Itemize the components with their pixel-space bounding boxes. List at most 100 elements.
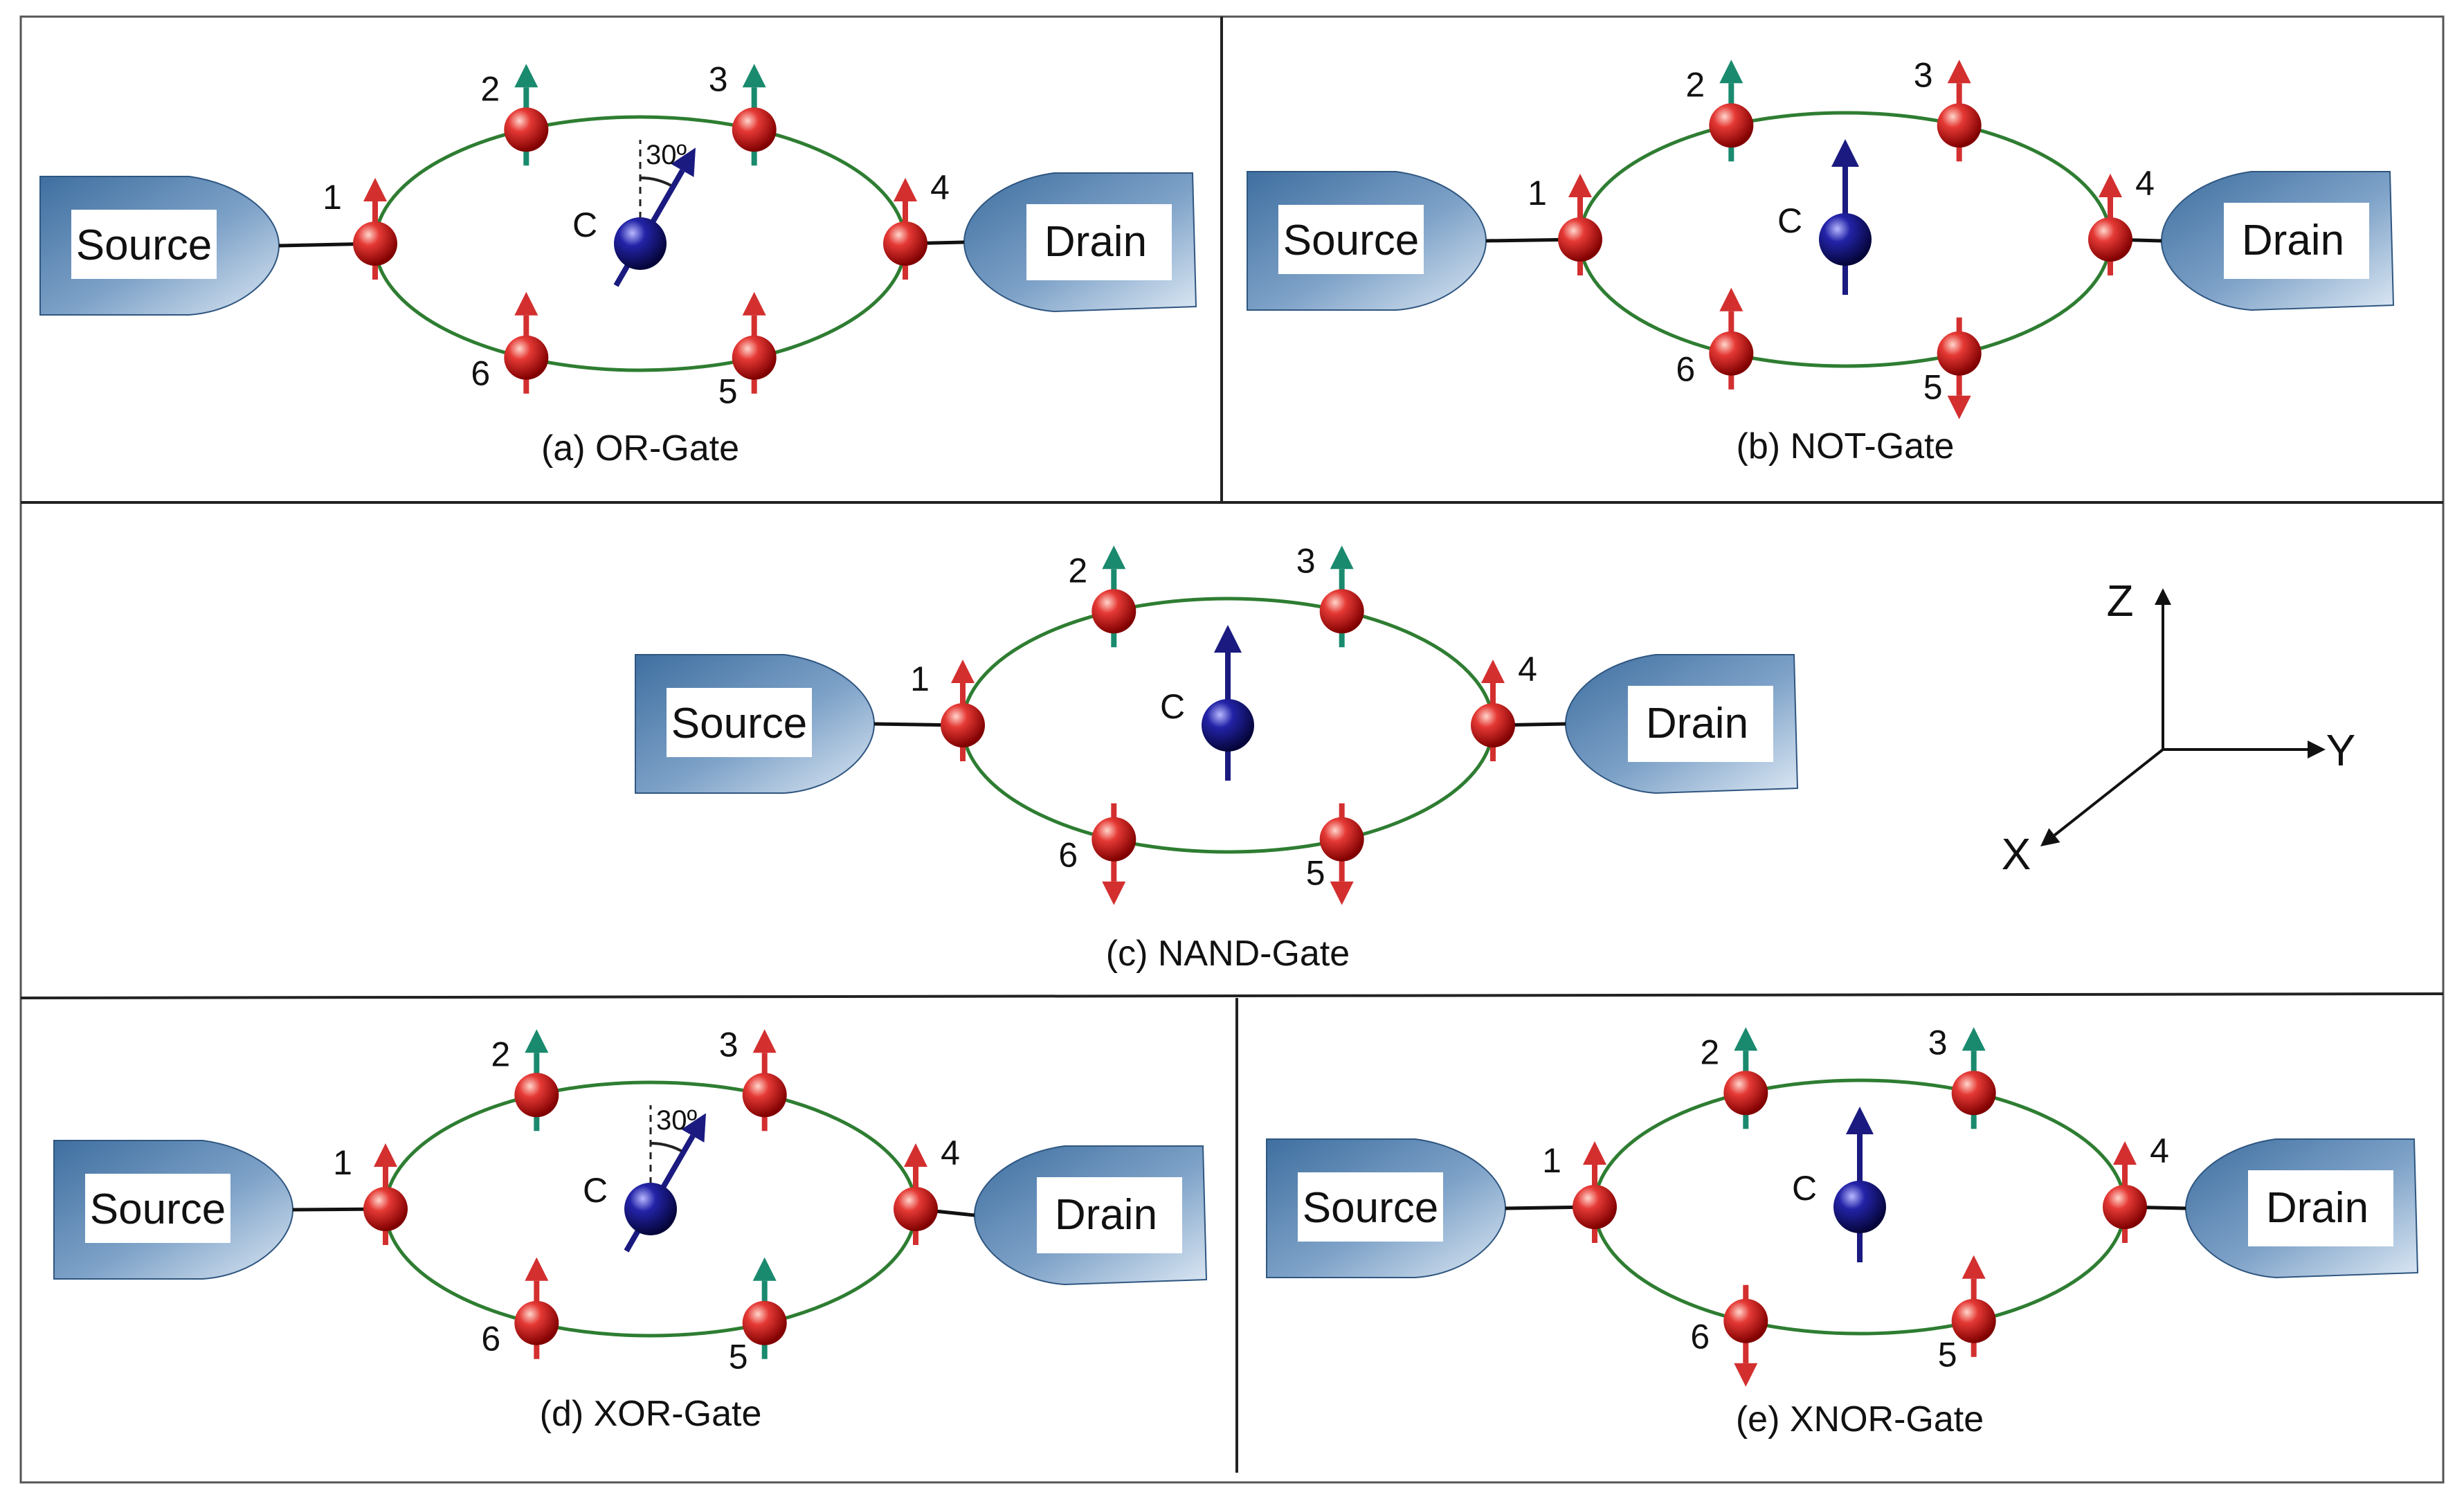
site-number-label: 4 — [1518, 650, 1537, 689]
site-number-label: 3 — [709, 60, 728, 98]
site-sphere — [1951, 1298, 1996, 1343]
site-1: 1 — [1542, 1141, 1617, 1243]
drain-label: Drain — [1055, 1191, 1157, 1239]
site-number-label: 6 — [1058, 836, 1078, 875]
site-sphere — [504, 335, 549, 380]
site-sphere — [504, 107, 549, 152]
y-axis-label: Y — [2326, 725, 2356, 775]
site-1: 1 — [1528, 174, 1602, 275]
site-6: 6 — [1676, 287, 1754, 390]
drain-lead: Drain — [1564, 654, 1799, 794]
angle-arc — [650, 1142, 685, 1154]
site-number-label: 4 — [941, 1134, 960, 1172]
site-number-label: 5 — [1923, 368, 1943, 407]
center-label: C — [572, 206, 597, 244]
arrow-head — [1947, 60, 1971, 84]
arrow-head — [2040, 828, 2060, 846]
center-label: C — [1160, 687, 1185, 726]
source-lead: Source — [635, 654, 876, 794]
arrow-head — [904, 1143, 927, 1167]
site-6: 6 — [1058, 803, 1136, 905]
site-5: 5 — [718, 291, 777, 411]
site-sphere — [1471, 703, 1515, 747]
site-number-label: 6 — [471, 354, 490, 393]
source-label-box — [1278, 205, 1424, 274]
arrow-head — [1719, 287, 1743, 311]
site-number-label: 5 — [729, 1338, 748, 1377]
arrow-head — [742, 64, 766, 88]
site-3: 3 — [1914, 55, 1982, 162]
source-label: Source — [1283, 217, 1419, 264]
axes-indicator: ZYX — [2002, 576, 2356, 879]
z-axis-label: Z — [2106, 576, 2133, 626]
site-5: 5 — [1923, 317, 1982, 419]
center-sphere — [1833, 1181, 1886, 1233]
site-sphere — [1091, 589, 1136, 634]
site-number-label: 1 — [1542, 1141, 1561, 1180]
arrow-head — [1330, 881, 1354, 905]
panel-caption: (a) OR-Gate — [541, 428, 739, 469]
angle-arc — [640, 176, 674, 188]
drain-lead: Drain — [963, 172, 1197, 313]
arrow-head — [1102, 545, 1126, 570]
site-sphere — [1319, 817, 1364, 862]
source-label-box — [85, 1174, 230, 1243]
site-2: 2 — [491, 1029, 559, 1132]
arrow-head — [1846, 1107, 1874, 1134]
source-lead: Source — [1247, 171, 1487, 311]
site-5: 5 — [729, 1257, 787, 1377]
arrow-head — [2155, 588, 2171, 605]
site-number-label: 2 — [1700, 1033, 1719, 1071]
site-6: 6 — [471, 291, 549, 394]
arrow-head — [1734, 1027, 1758, 1051]
center-sphere — [614, 217, 667, 270]
angle-label: 30º — [646, 140, 687, 170]
drain-label: Drain — [1044, 218, 1147, 266]
site-3: 3 — [1296, 541, 1364, 648]
angle-label: 30º — [656, 1105, 697, 1136]
site-number-label: 3 — [1928, 1023, 1948, 1062]
source-lead: Source — [53, 1140, 294, 1280]
source-label-box — [71, 210, 217, 279]
arrow-head — [951, 660, 975, 683]
site-sphere — [883, 221, 927, 266]
arrow-head — [1568, 174, 1592, 197]
site-sphere — [353, 221, 397, 266]
site-2: 2 — [1685, 60, 1754, 162]
arrow-head — [671, 147, 696, 177]
site-sphere — [1951, 1071, 1996, 1116]
site-number-label: 4 — [2150, 1132, 2169, 1170]
site-sphere — [1558, 217, 1602, 262]
drain-label-box — [1037, 1177, 1182, 1253]
center-spin: C — [1792, 1107, 1886, 1262]
site-2: 2 — [1068, 545, 1136, 648]
arrow-head — [2308, 741, 2326, 758]
row-divider-bottom — [20, 992, 2444, 999]
site-number-label: 4 — [930, 168, 950, 207]
site-sphere — [514, 1300, 559, 1345]
drain-label-box — [2248, 1170, 2393, 1246]
site-sphere — [1723, 1298, 1768, 1343]
site-sphere — [732, 107, 777, 152]
arrow-head — [525, 1257, 549, 1281]
source-label: Source — [1303, 1184, 1438, 1232]
drain-lead: Drain — [973, 1145, 1208, 1286]
source-lead: Source — [1266, 1138, 1507, 1278]
site-sphere — [742, 1073, 787, 1118]
drain-label-box — [1026, 204, 1172, 280]
site-6: 6 — [1690, 1284, 1768, 1387]
arrow-head — [894, 178, 917, 201]
site-number-label: 3 — [1914, 55, 1933, 94]
arrow-head — [1102, 881, 1126, 905]
site-4: 4 — [883, 168, 950, 280]
site-number-label: 1 — [333, 1143, 352, 1182]
z-axis-arrow — [2155, 588, 2171, 750]
site-number-label: 2 — [1068, 551, 1087, 590]
site-sphere — [1937, 103, 1982, 148]
